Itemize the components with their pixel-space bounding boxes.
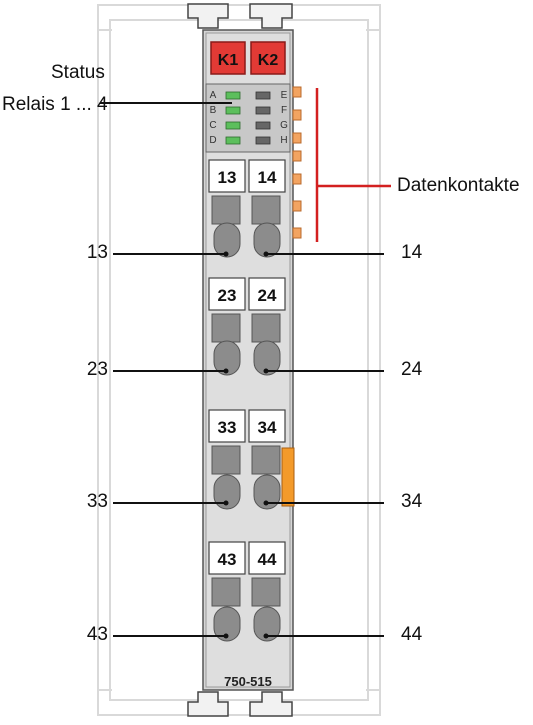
k1-button[interactable]	[210, 41, 246, 75]
k2-label: K2	[258, 52, 279, 69]
terminal-label-43: 43	[218, 550, 237, 569]
wire-opening-34[interactable]	[253, 474, 281, 510]
led-b	[225, 106, 241, 115]
callout-23: 23	[86, 359, 108, 380]
callout-44: 44	[401, 624, 423, 645]
led-f	[255, 106, 271, 115]
wire-opening-43[interactable]	[213, 606, 241, 642]
terminal-label-44: 44	[258, 550, 277, 569]
terminal-label-33: 33	[218, 418, 237, 437]
callout-33: 33	[86, 491, 108, 512]
terminal-block-4: 43 44	[208, 541, 286, 642]
release-slot-33[interactable]	[211, 445, 241, 475]
status-leds	[225, 91, 271, 145]
k1-label: K1	[218, 52, 239, 69]
release-slot-13[interactable]	[211, 195, 241, 225]
callout-34: 34	[401, 491, 423, 512]
led-d	[225, 136, 241, 145]
led-letter-c: C	[209, 120, 216, 131]
led-letter-g: G	[280, 120, 288, 131]
led-c	[225, 121, 241, 130]
data-contacts	[292, 86, 302, 239]
terminal-label-23: 23	[218, 286, 237, 305]
leader-lines	[100, 102, 384, 637]
status-label: Status	[51, 62, 105, 83]
terminal-label-24: 24	[258, 286, 277, 305]
wire-opening-33[interactable]	[213, 474, 241, 510]
relais-label: Relais 1 ... 4	[2, 94, 108, 115]
terminal-label-34: 34	[258, 418, 277, 437]
led-panel	[205, 83, 291, 153]
wire-opening-14[interactable]	[253, 222, 281, 258]
release-slot-43[interactable]	[211, 577, 241, 607]
led-h	[255, 136, 271, 145]
release-slot-44[interactable]	[251, 577, 281, 607]
terminal-label-13: 13	[218, 168, 237, 187]
callout-43: 43	[86, 624, 108, 645]
wire-opening-44[interactable]	[253, 606, 281, 642]
led-letter-f: F	[281, 105, 287, 116]
datenkontakte-callout	[315, 88, 391, 242]
release-slot-24[interactable]	[251, 313, 281, 343]
terminal-label-14: 14	[258, 168, 277, 187]
terminal-block-3: 33 34	[208, 409, 286, 510]
led-letter-a: A	[210, 90, 217, 101]
model-number: 750-515	[224, 674, 272, 689]
led-letter-h: H	[280, 135, 287, 146]
release-slot-34[interactable]	[251, 445, 281, 475]
top-clip	[187, 3, 293, 29]
led-g	[255, 121, 271, 130]
release-slot-14[interactable]	[251, 195, 281, 225]
led-letters-left: A B C D	[209, 90, 216, 146]
callout-13: 13	[86, 242, 108, 263]
k2-button[interactable]	[250, 41, 286, 75]
wire-opening-24[interactable]	[253, 340, 281, 376]
led-letter-d: D	[209, 135, 216, 146]
led-letter-b: B	[210, 105, 217, 116]
terminal-block-1: 13 14	[208, 159, 286, 258]
orange-side-tab	[281, 447, 295, 507]
led-letter-e: E	[281, 90, 288, 101]
led-e	[255, 91, 271, 100]
k-buttons: K1 K2	[210, 41, 286, 75]
led-letters-right: E F G H	[280, 90, 288, 146]
rail-outline	[97, 4, 381, 716]
callout-24: 24	[401, 359, 423, 380]
datenkontakte-label: Datenkontakte	[397, 175, 520, 196]
led-a	[225, 91, 241, 100]
bottom-clip	[187, 691, 293, 717]
release-slot-23[interactable]	[211, 313, 241, 343]
callout-14: 14	[401, 242, 423, 263]
terminal-block-2: 23 24	[208, 277, 286, 376]
leader-dots	[223, 251, 269, 639]
